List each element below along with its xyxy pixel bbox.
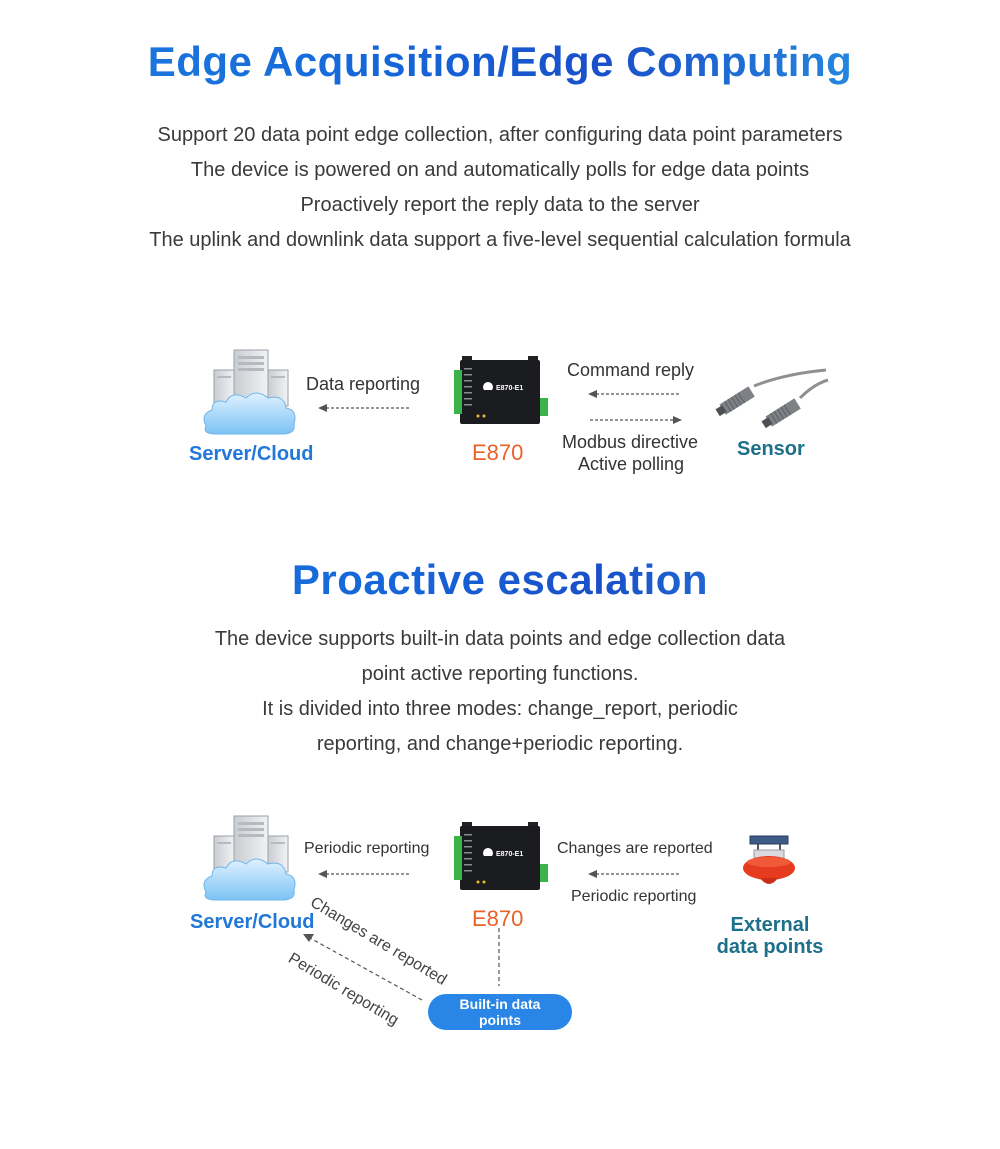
arrow-left-icon xyxy=(318,404,410,412)
section1-line: The uplink and downlink data support a f… xyxy=(149,229,851,251)
sensor-icon xyxy=(715,368,829,429)
section2-line: point active reporting functions. xyxy=(361,663,639,685)
builtin-line: points xyxy=(478,1012,521,1028)
arrow-right-icon xyxy=(590,416,682,424)
section2-line: reporting, and change+periodic reporting… xyxy=(316,733,684,755)
diagonal-arrow-icon xyxy=(303,934,423,1001)
data-reporting-label: Data reporting xyxy=(306,374,421,394)
section1-line: Support 20 data point edge collection, a… xyxy=(157,124,843,146)
section2-line: It is divided into three modes: change_r… xyxy=(262,698,738,720)
arrow-left-icon xyxy=(318,870,410,878)
section1-line: The device is powered on and automatical… xyxy=(190,159,810,181)
periodic-reporting-label: Periodic reporting xyxy=(304,840,430,857)
external-line: External xyxy=(730,914,810,936)
active-polling-label: Active polling xyxy=(578,454,685,474)
e870-device-icon: E870-E1 xyxy=(454,822,548,890)
command-reply-label: Command reply xyxy=(567,360,695,380)
server-cloud-label: Server/Cloud xyxy=(190,911,315,933)
connector-line xyxy=(498,928,500,986)
e870-label: E870 xyxy=(472,440,524,465)
server-cloud-label: Server/Cloud xyxy=(189,443,314,465)
section1-description: Support 20 data point edge collection, a… xyxy=(0,118,1000,258)
arrow-left-icon xyxy=(588,870,680,878)
device-badge: E870-E1 xyxy=(496,851,523,858)
section1-line: Proactively report the reply data to the… xyxy=(300,194,700,216)
modbus-directive-label: Modbus directive xyxy=(562,432,699,452)
e870-label: E870 xyxy=(472,906,524,931)
external-line: data points xyxy=(716,936,824,958)
buoy-icon xyxy=(743,835,795,884)
external-data-points-label: External data points xyxy=(715,914,825,958)
changes-reported-label: Changes are reported xyxy=(557,840,713,857)
e870-device-icon: E870-E1 xyxy=(454,356,548,424)
periodic-reporting-label: Periodic reporting xyxy=(571,888,697,905)
builtin-line: Built-in data xyxy=(459,996,541,1012)
section2-line: The device supports built-in data points… xyxy=(214,628,786,650)
section2-description: The device supports built-in data points… xyxy=(0,622,1000,762)
section2-title: Proactive escalation xyxy=(0,556,1000,604)
server-cloud-icon xyxy=(203,349,296,435)
arrow-left-icon xyxy=(588,390,680,398)
server-cloud-icon xyxy=(203,815,296,901)
builtin-data-points-badge: Built-in data points xyxy=(428,994,572,1030)
sensor-label: Sensor xyxy=(737,438,805,460)
section1-title: Edge Acquisition/Edge Computing xyxy=(0,38,1000,86)
device-badge: E870-E1 xyxy=(496,385,523,392)
